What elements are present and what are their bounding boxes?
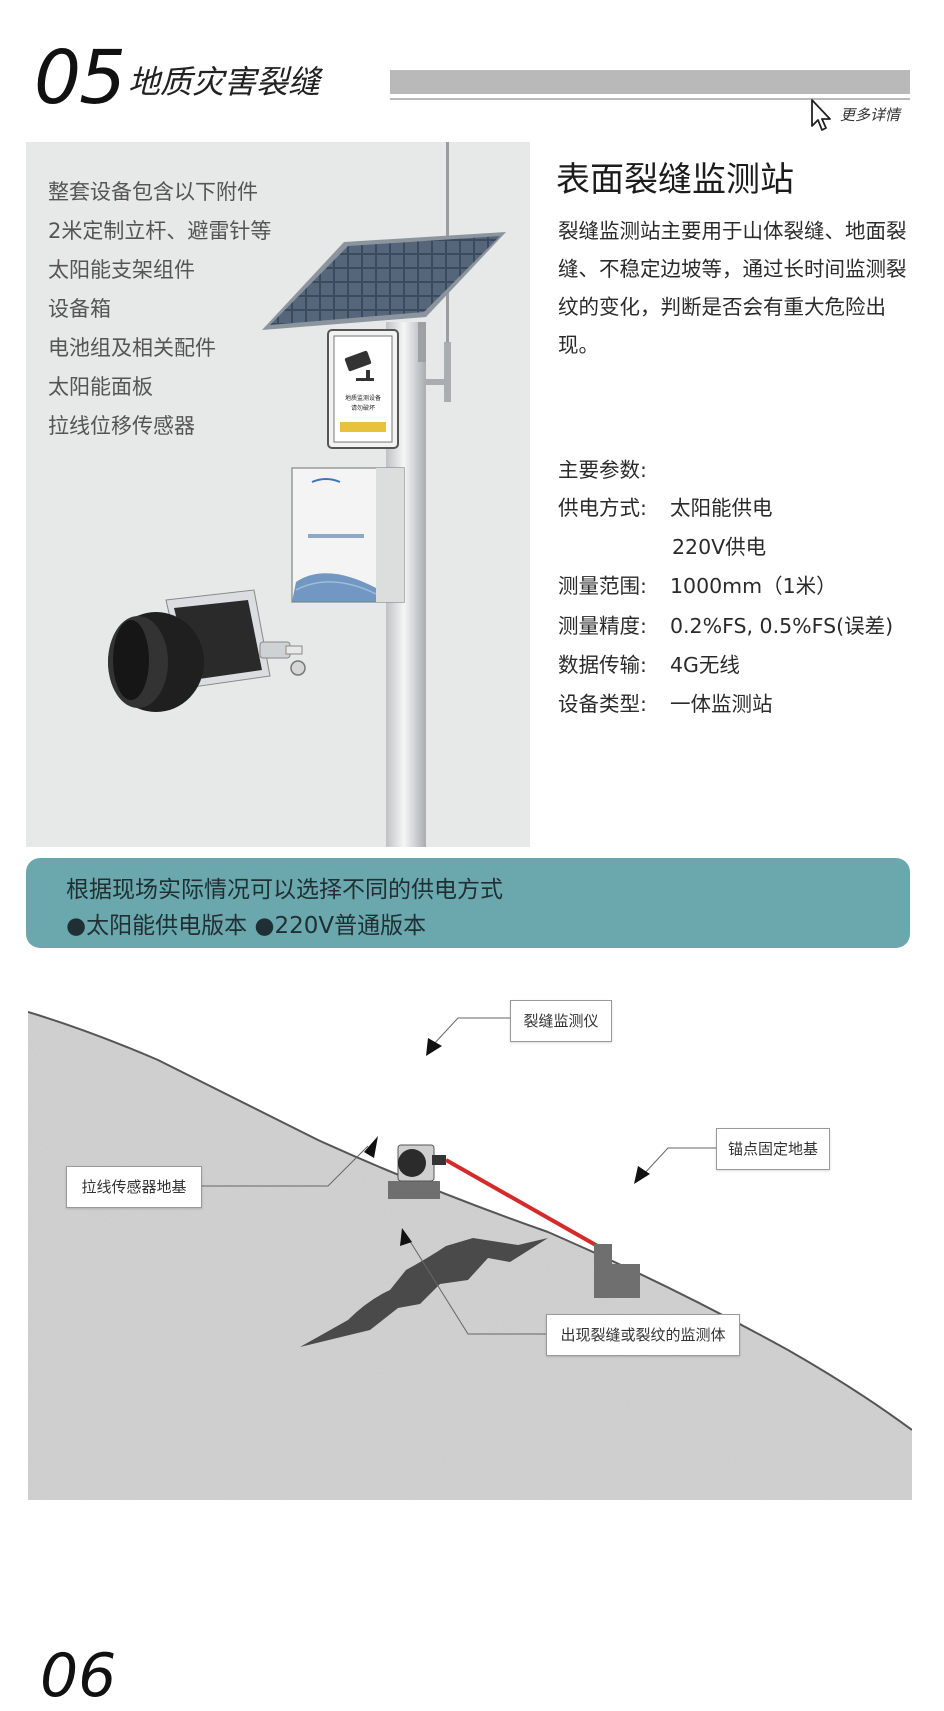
- param-row: 设备类型: 一体监测站: [558, 690, 773, 718]
- param-value: 1000mm（1米）: [670, 574, 837, 598]
- param-value: 一体监测站: [670, 692, 773, 716]
- accessory-item: 2米定制立杆、避雷针等: [48, 219, 272, 243]
- product-title: 表面裂缝监测站: [556, 160, 794, 200]
- param-label: 设备类型:: [558, 692, 647, 716]
- banner-line-2: ●太阳能供电版本 ●220V普通版本: [66, 913, 427, 939]
- crack: [300, 1238, 548, 1347]
- param-value: 0.2%FS, 0.5%FS(误差): [670, 614, 894, 638]
- section-title: 地质灾害裂缝: [128, 63, 321, 101]
- cursor-icon: [811, 99, 831, 131]
- banner-line-1: 根据现场实际情况可以选择不同的供电方式: [66, 877, 503, 903]
- crack-monitor-device: [397, 1144, 446, 1182]
- header-bar: [390, 70, 910, 94]
- accessory-item: 电池组及相关配件: [48, 336, 216, 360]
- camera-icon: [344, 350, 374, 381]
- sensor-base: [388, 1181, 440, 1199]
- param-row: 数据传输: 4G无线: [558, 651, 740, 679]
- anchor-base: [594, 1264, 640, 1298]
- solar-panel: [270, 236, 500, 325]
- monitoring-station-illustration: 地质监测设备 请勿破坏: [108, 142, 506, 847]
- header-divider: [390, 98, 910, 100]
- param-value: 220V供电: [672, 535, 767, 559]
- label-anchor-base: 锚点固定地基: [716, 1128, 830, 1170]
- params-heading: 主要参数:: [558, 458, 647, 482]
- accessory-item: 太阳能面板: [48, 375, 153, 399]
- accessory-item: 拉线位移传感器: [48, 414, 195, 438]
- param-row: 测量精度: 0.2%FS, 0.5%FS(误差): [558, 612, 893, 640]
- accessory-item: 整套设备包含以下附件: [48, 180, 258, 204]
- product-description: 裂缝监测站主要用于山体裂缝、地面裂缝、不稳定边坡等，通过长时间监测裂纹的变化，判…: [558, 219, 907, 357]
- param-row: 220V供电: [558, 533, 766, 561]
- sign-line-1: 地质监测设备: [345, 394, 381, 402]
- label-sensor-base: 拉线传感器地基: [66, 1166, 202, 1208]
- param-label: 数据传输:: [558, 653, 647, 677]
- param-row: 测量范围: 1000mm（1米）: [558, 572, 837, 600]
- param-label: 供电方式:: [558, 496, 647, 520]
- measuring-wire: [445, 1158, 602, 1250]
- param-value: 4G无线: [670, 653, 740, 677]
- param-label: 测量范围:: [558, 574, 647, 598]
- more-details-link[interactable]: 更多详情: [840, 106, 901, 124]
- accessory-item: 太阳能支架组件: [48, 258, 195, 282]
- label-crack-monitor: 裂缝监测仪: [510, 1000, 612, 1042]
- next-section-number: 06: [40, 1641, 117, 1711]
- param-row: 供电方式: 太阳能供电: [558, 494, 773, 522]
- power-option-banner: 根据现场实际情况可以选择不同的供电方式 ●太阳能供电版本 ●220V普通版本: [26, 858, 910, 948]
- accessory-item: 设备箱: [48, 297, 111, 321]
- draw-wire-sensor: [108, 589, 306, 712]
- label-monitored-body: 出现裂缝或裂纹的监测体: [546, 1314, 740, 1356]
- param-value: 太阳能供电: [670, 496, 773, 520]
- param-label: 测量精度:: [558, 614, 647, 638]
- product-image-panel: 整套设备包含以下附件 2米定制立杆、避雷针等 太阳能支架组件 设备箱 电池组及相…: [26, 142, 530, 847]
- slope-crack-diagram: 裂缝监测仪 锚点固定地基 拉线传感器地基 出现裂缝或裂纹的监测体: [28, 1000, 912, 1500]
- section-number: 05: [34, 35, 126, 121]
- sign-line-2: 请勿破坏: [351, 404, 375, 412]
- slope-illustration: [28, 1011, 912, 1500]
- anchor-post: [594, 1244, 612, 1270]
